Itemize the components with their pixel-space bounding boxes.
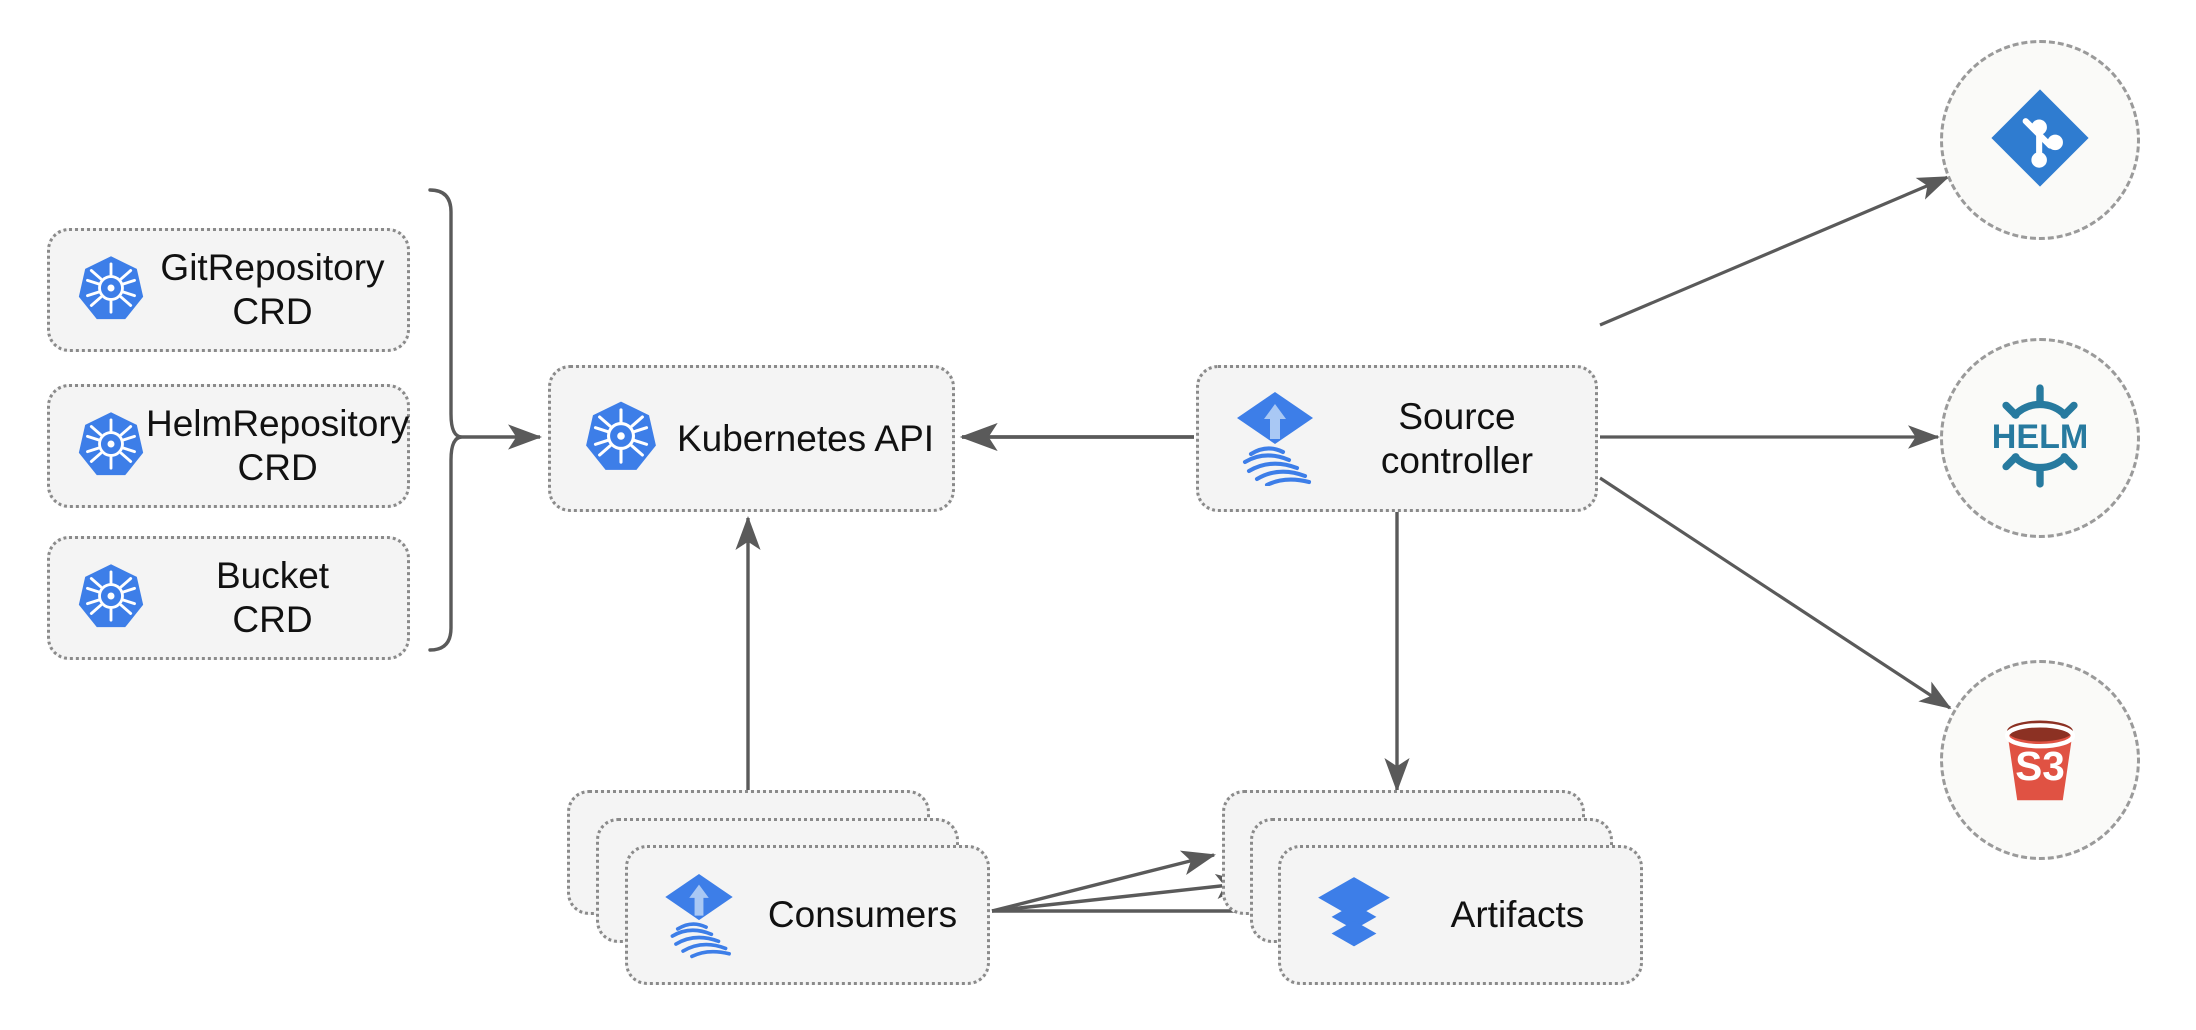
kubernetes-icon (76, 561, 146, 636)
kubernetes-icon (76, 409, 146, 484)
edge-consumers-to-artifacts-2 (991, 873, 1251, 913)
node-label: Source controller (1380, 395, 1534, 481)
helm-label: HELM (1992, 417, 2089, 455)
crd-group-brace (428, 188, 463, 652)
flux-icon (1231, 386, 1319, 491)
source-circle-s3[interactable]: S3 (1940, 660, 2140, 860)
node-source-controller[interactable]: Source controller (1196, 365, 1598, 512)
node-label: Artifacts (1450, 894, 1585, 936)
layers-icon (1313, 872, 1395, 959)
edge-source-controller-to-s3 (1599, 476, 1952, 710)
crd-card-gitrepository[interactable]: GitRepository CRD (47, 228, 410, 352)
s3-label: S3 (2015, 742, 2065, 788)
crd-label: HelmRepository CRD (146, 403, 410, 488)
kubernetes-icon (583, 398, 659, 479)
crd-label: Bucket CRD (215, 555, 330, 640)
node-artifacts[interactable]: Artifacts (1278, 845, 1643, 985)
source-circle-helm[interactable]: HELM (1940, 338, 2140, 538)
git-icon (1986, 84, 2094, 197)
crd-label: GitRepository CRD (160, 247, 385, 332)
node-consumers[interactable]: Consumers (625, 845, 990, 985)
node-label: Kubernetes API (676, 417, 935, 459)
kubernetes-icon (76, 253, 146, 328)
node-label: Consumers (767, 894, 958, 936)
node-kubernetes-api[interactable]: Kubernetes API (548, 365, 955, 512)
edge-source-controller-to-git (1599, 175, 1950, 327)
helm-icon: HELM (1981, 377, 2099, 500)
crd-card-bucket[interactable]: Bucket CRD (47, 536, 410, 660)
source-circle-git[interactable] (1940, 40, 2140, 240)
flux-icon (660, 867, 738, 964)
crd-card-helmrepository[interactable]: HelmRepository CRD (47, 384, 410, 508)
edge-consumers-to-artifacts-1 (991, 850, 1216, 913)
s3-bucket-icon: S3 (1986, 704, 2094, 817)
